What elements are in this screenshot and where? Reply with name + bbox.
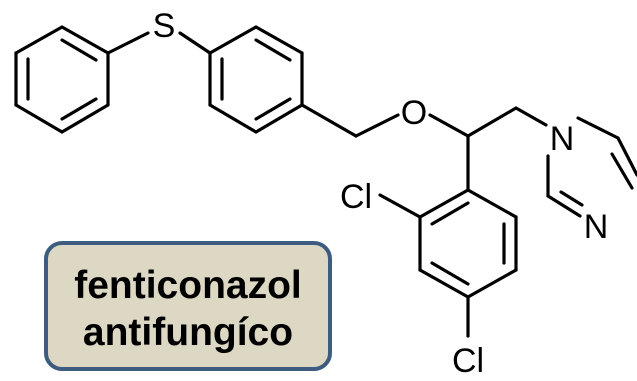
caption-box — [44, 241, 332, 371]
chlorine-atom-label-ortho: Cl — [340, 178, 372, 216]
nitrogen-atom-label-1: N — [550, 120, 575, 158]
thioether-bridge: S — [106, 7, 212, 55]
sulfur-atom-label: S — [153, 7, 176, 45]
phenyl-ring — [14, 25, 110, 134]
oxygen-atom-label: O — [401, 94, 427, 132]
compound-caption: fenticonazol antifungíco — [44, 241, 332, 371]
compound-name: fenticonazol — [74, 264, 302, 307]
compound-activity: antifungíco — [83, 311, 293, 354]
ether-linker: O — [300, 94, 548, 192]
nitrogen-atom-label-2: N — [584, 208, 609, 246]
imidazole-ring: N N — [546, 116, 637, 246]
dichlorophenyl-ring: Cl Cl — [340, 178, 518, 380]
chlorine-atom-label-para: Cl — [452, 342, 484, 380]
benzyl-ring — [208, 25, 304, 134]
